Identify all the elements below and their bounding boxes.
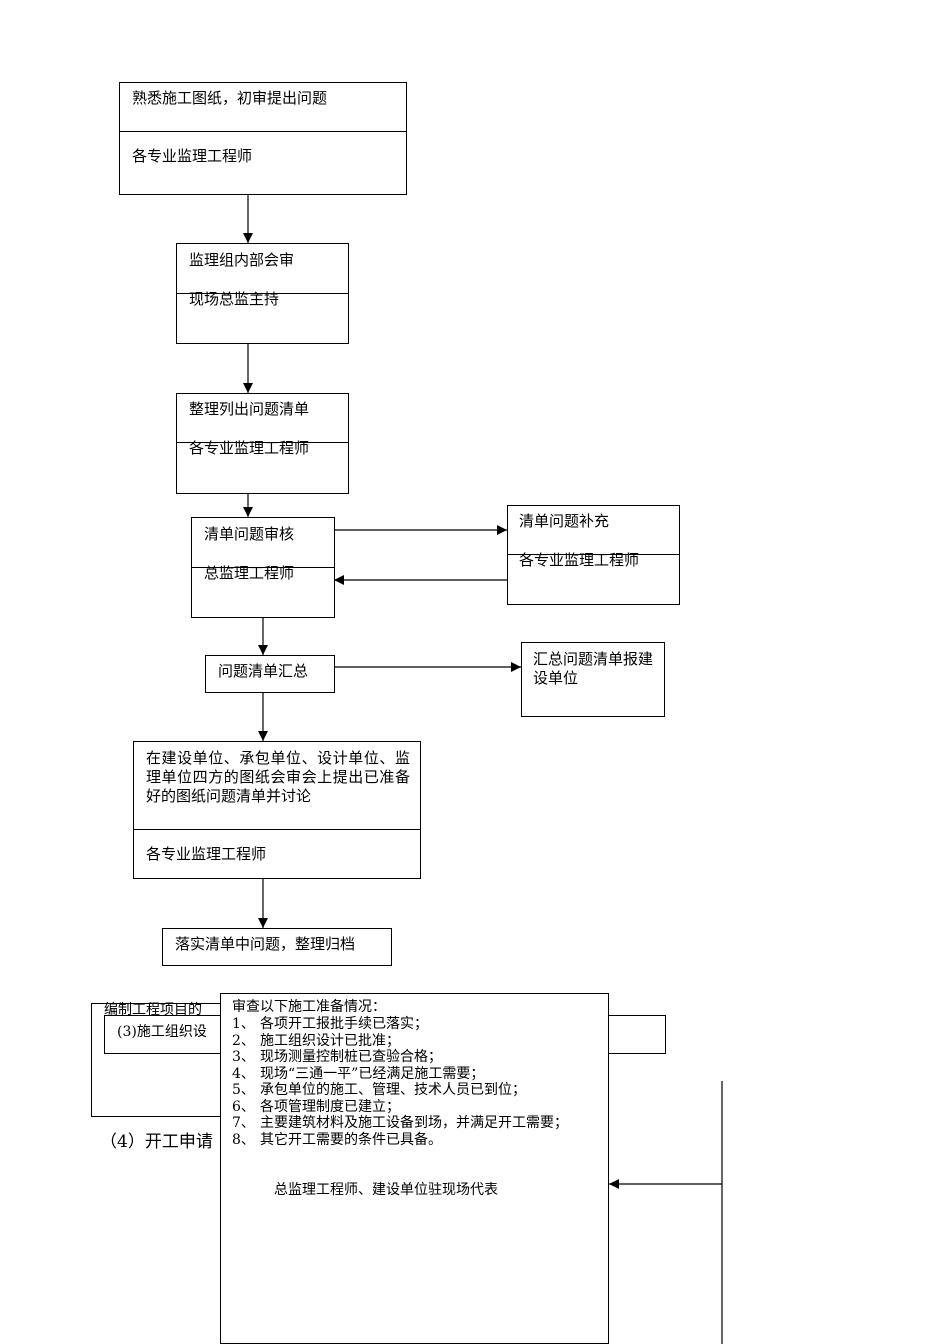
checklist-item-text: 施工组织设计已批准； <box>260 1032 400 1049</box>
step4-divider <box>191 567 335 568</box>
section4-heading: （4）开工申请 <box>100 1132 213 1152</box>
checklist-title: 审查以下施工准备情况： <box>232 999 386 1015</box>
step4b-divider <box>507 554 680 555</box>
checklist-item: 2、施工组织设计已批准； <box>232 1033 605 1050</box>
step5-task: 问题清单汇总 <box>218 662 309 680</box>
checklist-footer: 总监理工程师、建设单位驻现场代表 <box>274 1182 498 1198</box>
step4-task: 清单问题审核 <box>204 525 295 543</box>
checklist-item-num: 7、 <box>232 1115 255 1131</box>
step4-role: 总监理工程师 <box>204 564 295 582</box>
checklist-item: 8、其它开工需要的条件已具备。 <box>232 1132 605 1149</box>
step4b-task: 清单问题补充 <box>519 512 610 530</box>
checklist-box <box>220 993 609 1344</box>
checklist-item-text: 主要建筑材料及施工设备到场，并满足开工需要； <box>260 1115 568 1131</box>
step6-task: 在建设单位、承包单位、设计单位、监理单位四方的图纸会审会上提出已准备好的图纸问题… <box>146 749 410 805</box>
step3-divider <box>176 442 349 443</box>
step3-box <box>176 393 349 494</box>
checklist-item-num: 3、 <box>232 1049 255 1065</box>
checklist-item: 1、各项开工报批手续已落实； <box>232 1016 605 1033</box>
step2-divider <box>176 293 349 294</box>
section3-label: (3)施工组织设 <box>117 1024 207 1040</box>
checklist-item-text: 其它开工需要的条件已具备。 <box>260 1131 442 1148</box>
step7-task: 落实清单中问题，整理归档 <box>175 935 356 953</box>
checklist-item-num: 4、 <box>232 1065 255 1082</box>
step6-divider <box>133 829 421 830</box>
step1-divider <box>119 131 407 132</box>
checklist-items: 1、各项开工报批手续已落实； 2、施工组织设计已批准； 3、现场测量控制桩已查验… <box>232 1016 605 1148</box>
step4b-role: 各专业监理工程师 <box>519 551 640 569</box>
checklist-item: 4、现场“三通一平”已经满足施工需要； <box>232 1066 605 1083</box>
checklist-item: 3、现场测量控制桩已查验合格； <box>232 1049 605 1066</box>
section3-heading: 编制工程项目的 <box>104 1002 202 1018</box>
checklist-item: 6、各项管理制度已建立； <box>232 1099 605 1116</box>
checklist-item-text: 各项管理制度已建立； <box>260 1098 400 1115</box>
checklist-item-text: 现场“三通一平”已经满足施工需要； <box>260 1065 485 1082</box>
step4b-box <box>507 505 680 605</box>
step5b-task: 汇总问题清单报建设单位 <box>533 650 654 687</box>
step5-box <box>205 655 335 693</box>
step5b-box <box>521 642 665 717</box>
step2-task: 监理组内部会审 <box>189 251 295 269</box>
step3-role: 各专业监理工程师 <box>189 439 310 457</box>
checklist-item-num: 8、 <box>232 1131 255 1148</box>
step7-box <box>162 928 392 966</box>
step3-task: 整理列出问题清单 <box>189 400 310 418</box>
step6-role: 各专业监理工程师 <box>146 845 267 863</box>
checklist-item-text: 现场测量控制桩已查验合格； <box>260 1049 442 1065</box>
checklist-item-num: 6、 <box>232 1098 255 1115</box>
checklist-item-num: 1、 <box>232 1016 255 1032</box>
step1-box <box>119 82 407 195</box>
step2-role: 现场总监主持 <box>189 290 280 308</box>
checklist-item: 7、主要建筑材料及施工设备到场，并满足开工需要； <box>232 1115 605 1132</box>
checklist-item-num: 2、 <box>232 1032 255 1049</box>
step6-box <box>133 741 421 879</box>
checklist-item-text: 承包单位的施工、管理、技术人员已到位； <box>260 1082 526 1098</box>
checklist-item-text: 各项开工报批手续已落实； <box>260 1016 428 1032</box>
step1-task: 熟悉施工图纸，初审提出问题 <box>132 89 328 107</box>
checklist-item: 5、承包单位的施工、管理、技术人员已到位； <box>232 1082 605 1099</box>
checklist-item-num: 5、 <box>232 1082 255 1098</box>
step1-role: 各专业监理工程师 <box>132 147 253 165</box>
